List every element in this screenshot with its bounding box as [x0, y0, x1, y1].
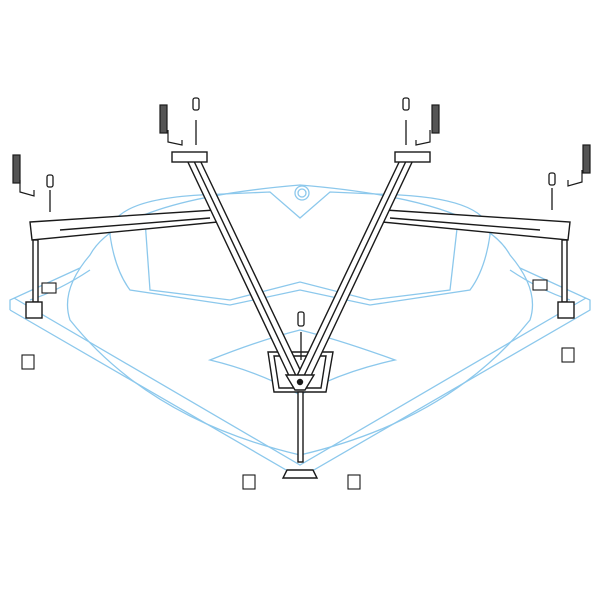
bolt-icon: [46, 174, 54, 188]
tub-drain-outer: [294, 185, 310, 201]
wall-bracket-icon: [159, 104, 168, 134]
joint-bolt: [296, 378, 304, 386]
floor-bracket-icon: [347, 474, 361, 490]
bolt-icon: [402, 97, 410, 111]
crossbar-right-edge: [389, 217, 541, 231]
floor-bracket-icon: [21, 354, 35, 370]
foot-center: [281, 469, 319, 479]
crossbar-left-edge: [59, 217, 211, 231]
tub-basin-inner: [109, 191, 491, 306]
foot-left: [25, 301, 43, 319]
bracket-angle: [167, 130, 183, 146]
tub-rim-corners: [29, 269, 571, 301]
top-plate-right: [394, 151, 431, 163]
floor-bracket-icon: [242, 474, 256, 490]
wall-bracket-icon: [12, 154, 21, 184]
foot-right: [557, 301, 575, 319]
bolts: [46, 97, 556, 360]
clip-bracket-icon: [41, 282, 57, 294]
v-strut-right-edge: [301, 156, 409, 381]
bracket-angle: [415, 130, 431, 146]
bolt-icon: [192, 97, 200, 111]
tub-drain-inner: [297, 188, 307, 198]
clip-bracket-icon: [532, 279, 548, 291]
support-frame: [25, 151, 575, 479]
top-plate-left: [171, 151, 208, 163]
leg-right: [561, 239, 568, 303]
bolt-icon: [548, 172, 556, 186]
leg-center: [297, 391, 304, 463]
wall-brackets: [12, 104, 591, 197]
wall-bracket-icon: [431, 104, 440, 134]
leg-left: [32, 239, 39, 303]
bolt-icon: [297, 311, 305, 327]
v-strut-left-edge: [191, 156, 299, 381]
bracket-angle: [19, 180, 35, 197]
wall-bracket-icon: [582, 144, 591, 174]
tub-seat-line: [144, 219, 459, 301]
floor-brackets: [21, 279, 575, 490]
floor-bracket-icon: [561, 347, 575, 363]
tub-rim-top-edge: [13, 297, 587, 466]
bracket-angle: [567, 170, 583, 187]
